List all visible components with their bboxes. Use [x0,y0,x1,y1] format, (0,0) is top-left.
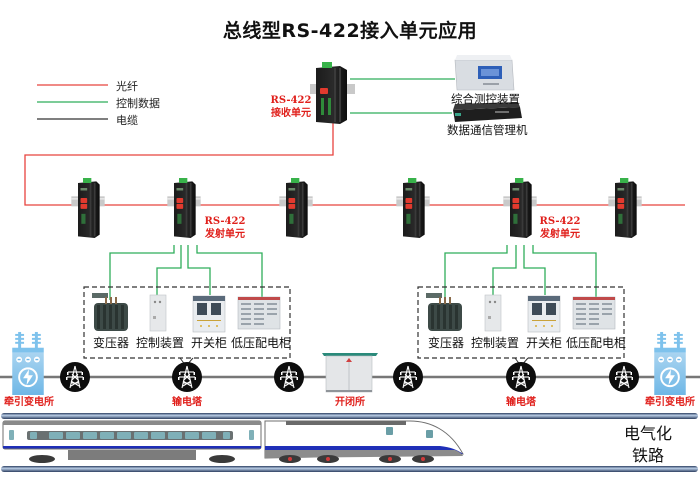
device-label-lv-panel: 低压配电柜 [566,336,627,350]
control-links-group1 [109,245,263,300]
train-locomotive [264,420,464,463]
legend-label-fiber: 光纤 [116,80,138,93]
page-title: 总线型RS-422接入单元应用 [222,20,478,42]
railway [1,413,698,472]
transmitter-unit-1 [167,178,201,238]
transformer-image [426,293,462,331]
fiber-link-receiver [24,118,334,206]
transmission-tower-icon [609,362,639,392]
rail-bottom [1,466,698,472]
data-comm-manager-label: 数据通信管理机 [447,123,528,137]
tower-label-left: 输电塔 [172,397,202,408]
fiber-links [24,118,685,206]
substation-group-box-1 [83,286,291,359]
converter-node [279,178,313,238]
transmission-tower-icon [60,362,90,392]
switch-station-label: 开闭所 [335,397,365,408]
substation-group-box-2 [417,286,625,359]
lv-panel-image [572,296,616,330]
transmitter-label-line1: RS-422 [539,216,581,227]
railway-label: 电气化 铁路 [618,423,678,467]
device-label-control: 控制装置 [470,336,519,350]
transmission-tower-icon [393,362,423,392]
control-links-top [350,78,455,114]
transmitter-unit-2 [503,178,537,238]
traction-substation-left-label: 牵引变电所 [4,397,54,408]
converter-node [396,178,430,238]
transmitter-label-line1: RS-422 [204,216,246,227]
receiver-label-line2: 接收单元 [271,108,311,119]
switch-station-image [322,353,378,393]
railway-label-line1: 电气化 [623,424,672,443]
traction-substation-right-icon [653,330,687,395]
control-links-group2 [444,245,597,300]
traction-substation-left-icon [11,330,45,395]
device-label-lv-panel: 低压配电柜 [231,336,292,350]
rail-top [1,413,698,419]
receiver-label: RS-422 接收单元 [266,94,316,120]
receiver-label-line1: RS-422 [270,95,312,106]
group1-equipment [92,293,281,333]
converter-node [71,178,105,238]
control-cabinet-image [484,294,502,332]
transmission-tower-icon [172,362,202,392]
measure-control-device-label: 综合测控装置 [451,92,520,106]
data-comm-manager-image [453,102,522,122]
measure-control-device-image [454,55,515,91]
group2-equipment [426,293,616,333]
tower-label-right: 输电塔 [506,397,536,408]
train-car [2,420,262,463]
traction-substation-right-label: 牵引变电所 [645,397,695,408]
legend-label-control: 控制数据 [116,97,160,110]
device-label-transformer: 变压器 [92,336,129,350]
transmitter-label-2: RS-422 发射单元 [535,215,585,241]
switchgear-image [192,295,226,333]
device-label-switchgear: 开关柜 [190,336,227,350]
control-cabinet-image [149,294,167,332]
transmitter-label-line2: 发射单元 [205,229,245,240]
transmitter-label-1: RS-422 发射单元 [200,215,250,241]
transmitter-label-line2: 发射单元 [540,229,580,240]
device-label-transformer: 变压器 [427,336,464,350]
lv-panel-image [237,296,281,330]
device-label-control: 控制装置 [135,336,184,350]
transmission-tower-icon [506,362,536,392]
railway-label-line2: 铁路 [631,446,664,465]
legend [37,84,108,120]
legend-label-cable: 电缆 [116,114,138,127]
transformer-image [92,293,128,331]
switchgear-image [527,295,561,333]
transmission-tower-icon [274,362,304,392]
device-label-switchgear: 开关柜 [525,336,562,350]
converter-node [608,178,642,238]
receiver-unit [310,62,355,124]
